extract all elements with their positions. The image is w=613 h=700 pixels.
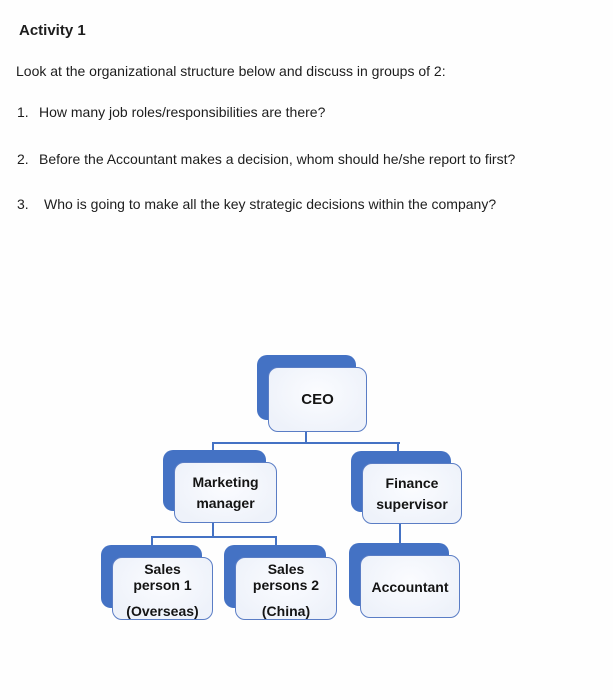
node-label: CEO <box>301 391 334 408</box>
connector-sales2-stub <box>275 536 277 547</box>
connector-ceo-down <box>305 431 307 443</box>
node-label: person 1 <box>133 577 192 593</box>
node-label: supervisor <box>376 495 448 512</box>
node-label: Finance <box>385 474 439 491</box>
org-node-finance-supervisor: Finance supervisor <box>351 451 462 524</box>
question-text: How many job roles/responsibilities are … <box>39 104 326 120</box>
connector-sales-horizontal <box>151 536 277 538</box>
org-node-marketing-manager: Marketing manager <box>163 450 277 523</box>
connector-marketing-down <box>212 523 214 538</box>
question-text: Before the Accountant makes a decision, … <box>39 151 516 167</box>
node-label: Sales <box>144 561 181 577</box>
connector-finance-accountant <box>399 524 401 546</box>
node-label: Accountant <box>371 578 449 595</box>
node-label: persons 2 <box>252 577 320 593</box>
node-label: Sales <box>267 561 305 577</box>
page-title: Activity 1 <box>19 22 86 39</box>
connector-level2-horizontal <box>212 442 400 444</box>
org-node-ceo: CEO <box>257 355 367 432</box>
node-box: Marketing manager <box>174 462 277 523</box>
question-1: 1. How many job roles/responsibilities a… <box>17 104 607 120</box>
connector-marketing-stub <box>212 442 214 453</box>
question-2: 2. Before the Accountant makes a decisio… <box>17 151 607 167</box>
intro-text: Look at the organizational structure bel… <box>16 63 446 79</box>
connector-sales1-stub <box>151 536 153 547</box>
org-node-accountant: Accountant <box>349 543 460 618</box>
org-node-sales-persons-2: Sales persons 2 (China) <box>224 545 337 620</box>
node-label: Marketing <box>192 473 259 490</box>
question-number: 1. <box>17 104 29 120</box>
node-box: Accountant <box>360 555 460 618</box>
node-box: Sales persons 2 (China) <box>235 557 337 620</box>
connector-finance-stub <box>397 442 399 454</box>
node-label: (China) <box>261 603 311 619</box>
question-3: 3. Who is going to make all the key stra… <box>17 196 607 212</box>
question-text: Who is going to make all the key strateg… <box>44 196 497 212</box>
question-number: 2. <box>17 151 29 167</box>
org-node-sales-person-1: Sales person 1 (Overseas) <box>101 545 213 620</box>
question-number: 3. <box>17 196 29 212</box>
node-box: CEO <box>268 367 367 432</box>
node-label: manager <box>196 494 255 511</box>
node-box: Finance supervisor <box>362 463 462 524</box>
node-label: (Overseas) <box>126 603 199 619</box>
node-box: Sales person 1 (Overseas) <box>112 557 213 620</box>
